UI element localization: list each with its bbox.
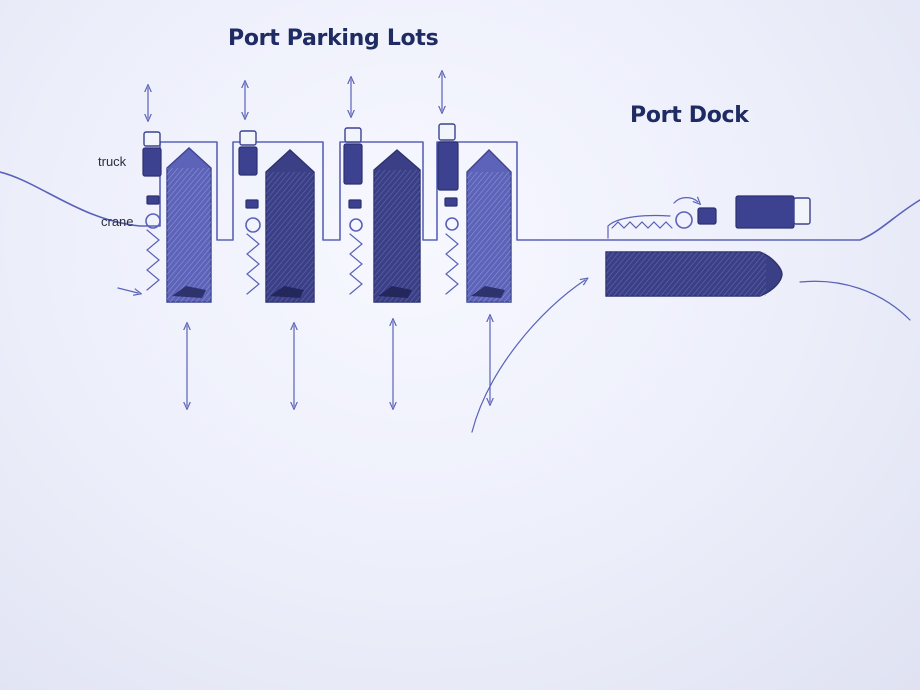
truck	[437, 123, 459, 191]
port-dock-heading: Port Dock	[630, 103, 749, 128]
berth-3	[343, 80, 421, 406]
port-dock	[471, 195, 911, 433]
truck	[343, 127, 363, 185]
truck	[142, 131, 162, 177]
dock-conveyor	[607, 214, 671, 239]
crane	[348, 199, 363, 295]
berth-4	[437, 74, 512, 402]
rotate-arrow	[673, 198, 698, 203]
ship-stern-mark	[378, 286, 412, 298]
berth-1	[117, 88, 212, 406]
shoreline	[0, 141, 920, 241]
crane	[444, 197, 459, 295]
crane	[245, 199, 261, 295]
ship-stern-mark	[172, 286, 206, 298]
truck-arrow	[117, 287, 138, 293]
truck	[735, 195, 811, 229]
crane	[675, 211, 693, 229]
harbor-wall	[799, 280, 911, 321]
crane	[145, 195, 161, 291]
truck	[238, 130, 258, 176]
ship-stern-mark	[270, 286, 304, 298]
truck-label: truck	[98, 154, 127, 169]
port-parking-lots-heading: Port Parking Lots	[228, 26, 439, 51]
crane-label: crane	[101, 214, 134, 229]
ship-stern-mark	[471, 286, 505, 298]
berth-2	[238, 84, 315, 406]
approach-arrow	[471, 280, 585, 433]
